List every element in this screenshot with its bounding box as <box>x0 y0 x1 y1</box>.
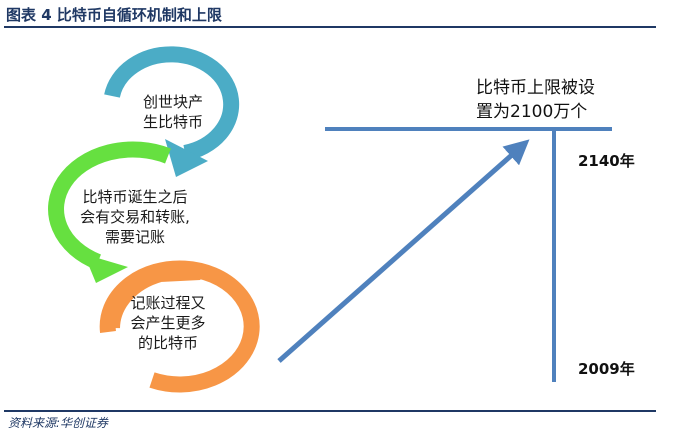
cycle-step-3-line1: 记账过程又 <box>130 294 206 312</box>
cycle-step-3-line2: 会产生更多 <box>130 314 206 332</box>
figure-title: 图表 4 比特币自循环机制和上限 <box>6 6 222 24</box>
cycle-step-1-line2: 生比特币 <box>142 113 203 131</box>
limit-label-line2: 置为2100万个 <box>476 102 588 122</box>
top-divider <box>4 26 656 28</box>
cycle-arrowhead-2 <box>84 254 128 283</box>
cycle-arrow-2 <box>48 141 171 270</box>
cycle-step-3-line3: 的比特币 <box>137 334 198 352</box>
growth-arrow <box>277 139 530 363</box>
limit-label-line1: 比特币上限被设 <box>476 78 595 98</box>
limit-label: 比特币上限被设 置为2100万个 <box>476 76 595 124</box>
cycle-step-2-text: 比特币诞生之后 会有交易和转账, 需要记账 <box>60 187 210 247</box>
end-year-label: 2140年 <box>578 152 635 170</box>
cycle-step-1-text: 创世块产 生比特币 <box>123 92 223 132</box>
cycle-arrow-3-fill <box>104 264 201 329</box>
source-note: 资料来源:华创证券 <box>8 416 109 430</box>
cycle-step-2-line1: 比特币诞生之后 <box>82 188 188 206</box>
cycle-arrowhead-1 <box>165 139 208 177</box>
cycle-step-3-text: 记账过程又 会产生更多 的比特币 <box>112 293 224 353</box>
cycle-step-2-line3: 需要记账 <box>104 228 165 246</box>
bottom-divider <box>4 410 656 412</box>
cycle-step-1-line1: 创世块产 <box>142 93 203 111</box>
start-year-label: 2009年 <box>578 360 635 378</box>
cycle-arrow-1 <box>104 46 240 161</box>
cycle-step-2-line2: 会有交易和转账, <box>80 208 190 226</box>
